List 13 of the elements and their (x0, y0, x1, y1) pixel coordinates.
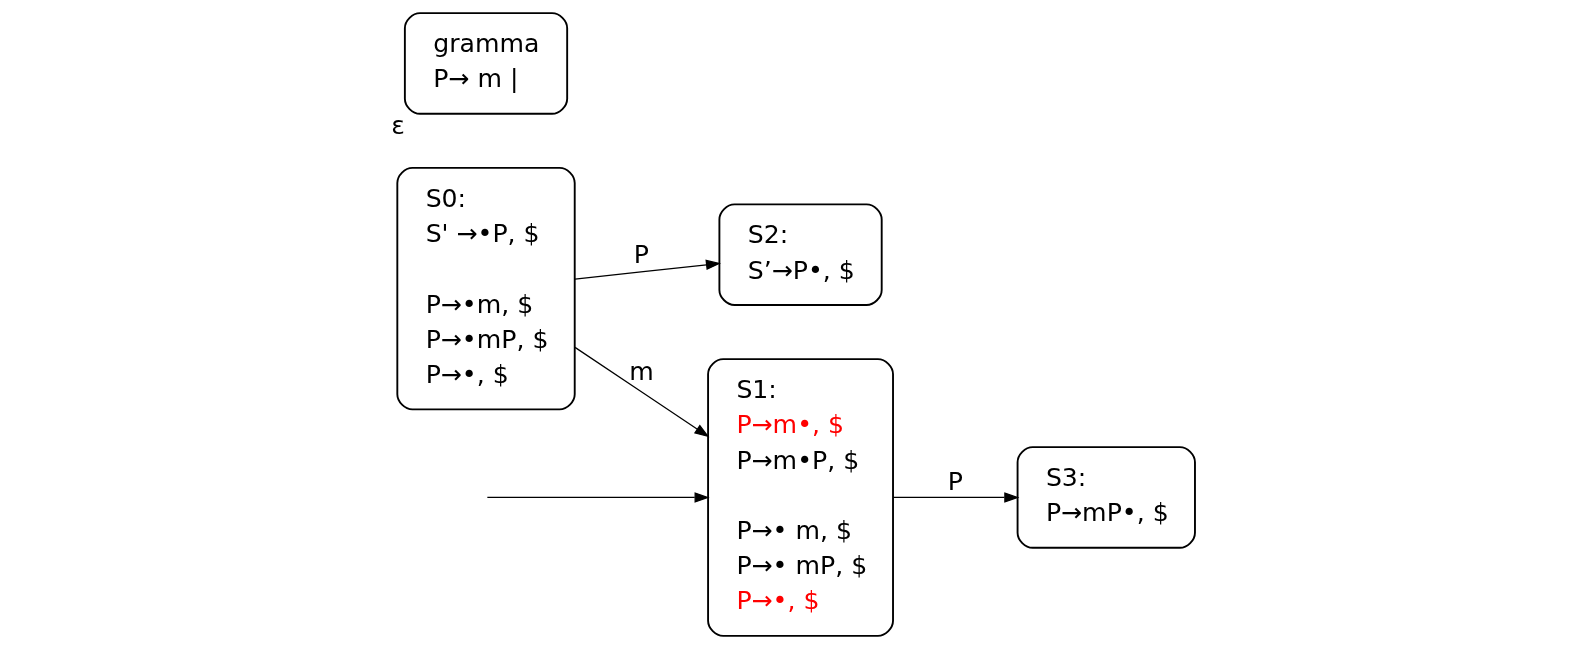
node-box: gramma P→ m | (403, 12, 568, 115)
node-box: S2: S’→P•, $ (717, 203, 883, 306)
node-box: S1: P→m•, $ P→m•P, $ P→• m, $ P→• mP, $ P→•, $ (706, 358, 894, 637)
arrow (486, 492, 710, 503)
edge-label: P (633, 240, 649, 270)
node-box: S3: P→mP•, $ (1016, 446, 1196, 549)
edge-label: P (947, 466, 963, 496)
arrow (573, 346, 709, 438)
edge-label: m (628, 357, 654, 387)
node-label: ε (390, 110, 405, 140)
arrow (892, 492, 1019, 503)
node-box: S0: S' →•P, $ P→•m, $ P→•mP, $ P→•, $ (395, 166, 576, 411)
arrow (573, 259, 721, 280)
